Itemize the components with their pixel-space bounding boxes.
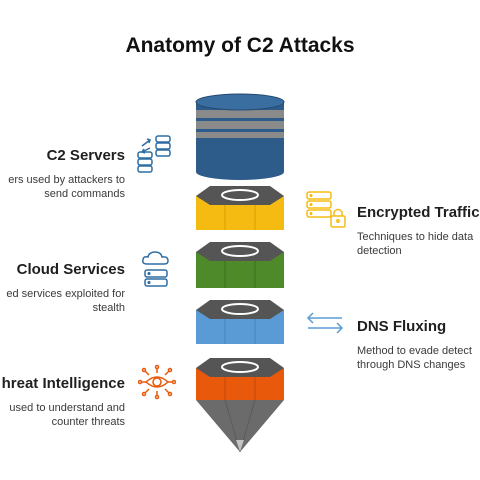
cloud-services-desc-line2: stealth [92, 302, 125, 314]
hex-segment-orange [196, 358, 284, 400]
server-lock-icon [306, 191, 346, 228]
label-encrypted-traffic: Encrypted Traffic Techniques to hide dat… [357, 204, 480, 258]
encrypted-traffic-desc: Techniques to hide data detection [357, 230, 480, 258]
server-exchange-icon [137, 135, 171, 173]
label-dns-fluxing: DNS Fluxing Method to evade detect throu… [357, 318, 472, 372]
threat-intelligence-desc-line1: used to understand and [9, 402, 125, 414]
c2-servers-desc-line2: send commands [44, 188, 125, 200]
cloud-services-title: Cloud Services [16, 261, 125, 278]
label-threat-intelligence: hreat Intelligence used to understand an… [2, 375, 125, 429]
cloud-server-icon [142, 251, 169, 287]
diagram-title: Anatomy of C2 Attacks [125, 34, 355, 57]
threat-intelligence-desc: used to understand and counter threats [2, 401, 125, 429]
cloud-services-desc-line1: ed services exploited for [6, 288, 125, 300]
encrypted-traffic-title: Encrypted Traffic [357, 204, 480, 221]
arrows-exchange-icon [306, 312, 344, 334]
label-c2-servers: C2 Servers ers used by attackers to send… [8, 147, 125, 201]
threat-intelligence-desc-line2: counter threats [51, 416, 125, 428]
hex-segment-light-blue [196, 300, 284, 344]
hex-segment-yellow [196, 186, 284, 230]
cone-tip [196, 399, 284, 453]
label-cloud-services: Cloud Services ed services exploited for… [6, 261, 125, 315]
cloud-services-desc: ed services exploited for stealth [6, 287, 125, 315]
encrypted-traffic-desc-line2: detection [357, 245, 402, 257]
cylinder-top-segment [195, 93, 285, 180]
dns-fluxing-desc: Method to evade detect through DNS chang… [357, 344, 472, 372]
c2-servers-desc: ers used by attackers to send commands [8, 173, 125, 201]
c2-servers-title: C2 Servers [46, 147, 125, 164]
dns-fluxing-desc-line1: Method to evade detect [357, 345, 472, 357]
hex-segment-green [196, 242, 284, 288]
eye-network-icon [138, 364, 176, 400]
c2-servers-desc-line1: ers used by attackers to [8, 174, 125, 186]
encrypted-traffic-desc-line1: Techniques to hide data [357, 231, 474, 243]
dns-fluxing-desc-line2: through DNS changes [357, 359, 466, 371]
threat-intelligence-title: hreat Intelligence [1, 375, 125, 392]
dns-fluxing-title: DNS Fluxing [357, 318, 447, 335]
